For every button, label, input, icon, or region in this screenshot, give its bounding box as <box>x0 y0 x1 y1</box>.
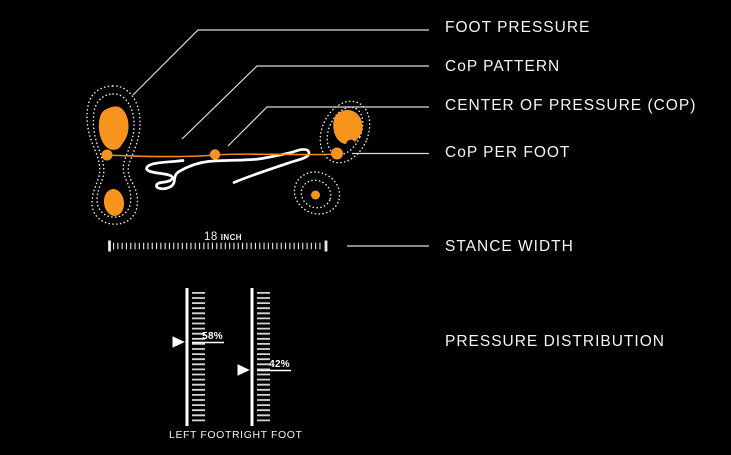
left-foot-percent: 58% <box>202 331 223 342</box>
label-center-of-pressure: CENTER OF PRESSURE (COP) <box>445 97 697 114</box>
right-forefoot-outline-inner <box>326 106 364 156</box>
label-foot-pressure: FOOT PRESSURE <box>445 19 591 36</box>
right-foot-percent: 42% <box>269 359 290 370</box>
label-pressure-distribution: PRESSURE DISTRIBUTION <box>445 333 665 350</box>
cop-per-foot-dot-left <box>101 149 113 161</box>
label-cop-per-foot: CoP PER FOOT <box>445 144 571 161</box>
right-forefoot-pressure-blob <box>333 109 363 144</box>
right-forefoot-outline-outer <box>319 100 371 164</box>
leader-lines <box>132 29 429 247</box>
right-heel-outline-inner <box>300 179 332 209</box>
right-heel-pressure-dot <box>311 190 320 200</box>
gauge-pointer-triangle-icon <box>172 336 185 348</box>
stance-width-value: 18 INCH <box>204 231 242 243</box>
leader-line-cop-pattern <box>181 65 429 140</box>
left-heel-pressure-blob <box>103 189 125 216</box>
leader-line-foot-pressure <box>132 29 429 96</box>
label-stance-width: STANCE WIDTH <box>445 238 574 255</box>
label-cop-pattern: CoP PATTERN <box>445 58 561 75</box>
left-foot-outline-inner <box>92 93 135 218</box>
leader-line-center-of-pressure <box>227 106 429 147</box>
gauge-pointer-triangle-icon <box>237 364 250 376</box>
stance-width-ruler <box>108 240 328 252</box>
right-foot-gauge-label: RIGHT FOOT <box>232 429 303 441</box>
right-heel-outline-outer <box>293 171 341 215</box>
cop-line <box>106 153 338 158</box>
left-foot-gauge-label: LEFT FOOT <box>169 429 232 441</box>
stance-width-number: 18 <box>204 231 218 243</box>
stance-width-unit: INCH <box>220 233 242 242</box>
right-foot-outline <box>293 100 371 215</box>
left-forefoot-pressure-blob <box>98 106 129 150</box>
cop-pattern-trace <box>145 148 311 191</box>
cop-per-foot-dot-right <box>331 147 343 160</box>
left-foot-outline <box>86 85 141 225</box>
pressure-gauge-right-foot <box>237 288 291 426</box>
center-of-pressure-dot <box>209 149 221 160</box>
pressure-gauge-left-foot <box>172 288 224 426</box>
